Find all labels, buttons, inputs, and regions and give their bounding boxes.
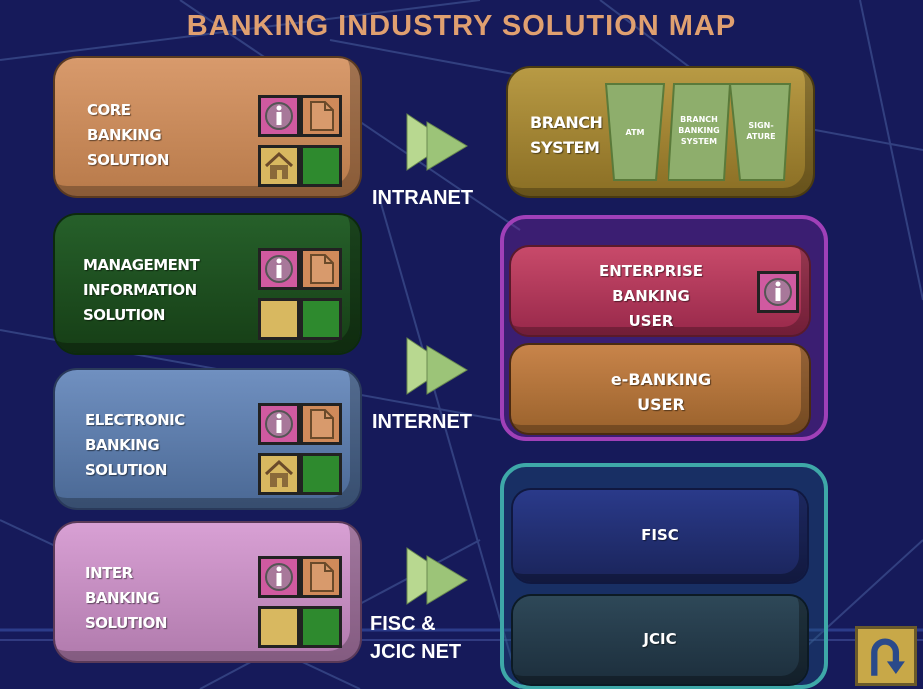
atm-label: ATM: [625, 128, 645, 137]
branch-system-label: BRANCH SYSTEM: [530, 113, 603, 157]
management-information-solution-box[interactable]: MANAGEMENT INFORMATION SOLUTION: [55, 215, 360, 353]
green-tile[interactable]: [300, 145, 342, 187]
u-turn-button[interactable]: [855, 626, 917, 686]
double-arrow-icon: [406, 337, 468, 395]
document-icon[interactable]: [300, 248, 342, 290]
info-icon[interactable]: [258, 403, 300, 445]
document-icon[interactable]: [300, 95, 342, 137]
fisc-label: FISC: [641, 526, 679, 544]
info-icon[interactable]: [757, 271, 799, 313]
jcic-label: JCIC: [643, 630, 677, 648]
info-icon[interactable]: [258, 95, 300, 137]
double-arrow-icon: [406, 547, 468, 605]
signature-label: SIGN- ATURE: [746, 121, 776, 141]
enterprise-banking-user-box[interactable]: ENTERPRISE BANKING USER: [511, 247, 809, 335]
inter-banking-label: INTER BANKING SOLUTION: [85, 564, 167, 632]
blank-tile[interactable]: [258, 298, 300, 340]
home-icon[interactable]: [258, 453, 300, 495]
home-icon[interactable]: [258, 145, 300, 187]
u-turn-icon: [871, 638, 905, 676]
core-banking-solution-box[interactable]: CORE BANKING SOLUTION: [55, 58, 360, 196]
intranet-label: INTRANET: [372, 187, 474, 209]
document-icon[interactable]: [300, 403, 342, 445]
internet-label: INTERNET: [372, 411, 472, 433]
electronic-banking-label: ELECTRONIC BANKING SOLUTION: [85, 411, 185, 479]
branch-banking-system-panel[interactable]: BRANCH BANKING SYSTEM: [668, 82, 730, 182]
green-tile[interactable]: [300, 453, 342, 495]
e-banking-user-box[interactable]: e-BANKING USER: [511, 345, 809, 433]
green-tile[interactable]: [300, 606, 342, 648]
jcic-box[interactable]: JCIC: [513, 596, 807, 684]
green-tile[interactable]: [300, 298, 342, 340]
enterprise-banking-user-label: ENTERPRISE BANKING USER: [598, 262, 703, 330]
e-banking-user-label: e-BANKING USER: [610, 370, 712, 414]
blank-tile[interactable]: [258, 606, 300, 648]
fisc-jcic-net-label: FISC & JCIC NET: [370, 613, 462, 663]
info-icon[interactable]: [258, 556, 300, 598]
signature-panel[interactable]: SIGN- ATURE: [730, 82, 792, 182]
document-icon[interactable]: [300, 556, 342, 598]
management-information-label: MANAGEMENT INFORMATION SOLUTION: [83, 256, 200, 324]
atm-panel[interactable]: ATM: [604, 82, 666, 182]
branch-banking-system-label: BRANCH BANKING SYSTEM: [678, 115, 720, 146]
page-title: BANKING INDUSTRY SOLUTION MAP: [186, 10, 737, 42]
double-arrow-icon: [406, 113, 468, 171]
info-icon[interactable]: [258, 248, 300, 290]
core-banking-label: CORE BANKING SOLUTION: [87, 101, 169, 169]
fisc-box[interactable]: FISC: [513, 490, 807, 582]
electronic-banking-solution-box[interactable]: ELECTRONIC BANKING SOLUTION: [55, 370, 360, 508]
inter-banking-solution-box[interactable]: INTER BANKING SOLUTION: [55, 523, 360, 661]
